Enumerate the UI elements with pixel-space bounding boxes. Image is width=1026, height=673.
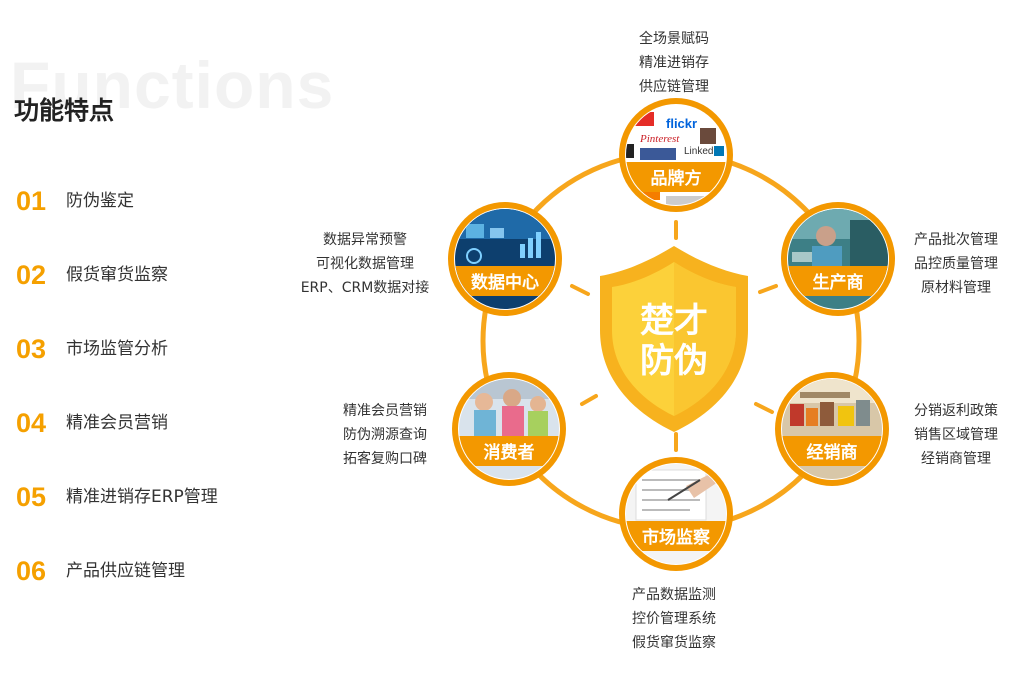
node-consumer: 消费者 精准会员营销 防伪溯源查询 拓客复购口碑: [343, 372, 566, 486]
node-brand-desc: 供应链管理: [639, 78, 709, 95]
feature-label: 防伪鉴定: [66, 191, 134, 211]
feature-number: 02: [16, 260, 47, 290]
node-data-title: 数据中心: [471, 272, 539, 293]
feature-label: 假货窜货监察: [66, 265, 168, 285]
functions-watermark: Functions: [10, 48, 335, 122]
feature-number: 06: [16, 556, 47, 586]
node-distributor-desc: 经销商管理: [921, 451, 991, 467]
svg-text:Pinterest: Pinterest: [639, 133, 680, 145]
node-distributor: 经销商 分销返利政策 销售区域管理 经销商管理: [775, 372, 998, 486]
node-market-desc: 假货窜货监察: [632, 634, 716, 651]
node-producer-desc: 原材料管理: [921, 280, 991, 296]
feature-number: 04: [16, 408, 47, 438]
feature-label: 精准会员营销: [66, 413, 168, 433]
feature-item: 06 产品供应链管理: [16, 556, 218, 630]
feature-number: 05: [16, 482, 47, 512]
feature-item: 01 防伪鉴定: [16, 186, 218, 260]
shield-text-line1: 楚才: [640, 301, 708, 341]
node-brand: flickr Pinterest Linked 品牌方 全场景赋码 精准进销存 …: [619, 30, 733, 212]
node-distributor-desc: 销售区域管理: [914, 427, 998, 443]
feature-number: 01: [16, 186, 47, 216]
node-data-desc: 数据异常预警: [323, 232, 407, 248]
node-producer-title: 生产商: [813, 272, 864, 293]
svg-text:flickr: flickr: [666, 116, 697, 131]
node-brand-desc: 精准进销存: [639, 55, 709, 71]
node-producer-desc: 品控质量管理: [914, 256, 998, 272]
node-data: 数据中心 数据异常预警 可视化数据管理 ERP、CRM数据对接: [301, 202, 562, 316]
node-producer-desc: 产品批次管理: [914, 232, 998, 248]
feature-item: 03 市场监管分析: [16, 334, 218, 408]
node-market-title: 市场监察: [642, 527, 711, 548]
node-consumer-desc: 防伪溯源查询: [343, 427, 427, 443]
node-data-desc: 可视化数据管理: [316, 256, 414, 272]
shield-emblem: 楚才 防伪: [600, 246, 748, 432]
node-market: 市场监察 产品数据监测 控价管理系统 假货窜货监察: [619, 457, 733, 651]
node-brand-desc: 全场景赋码: [639, 30, 709, 47]
shield-text-line2: 防伪: [640, 341, 708, 381]
node-distributor-desc: 分销返利政策: [914, 402, 998, 419]
node-market-desc: 产品数据监测: [632, 587, 716, 603]
feature-item: 02 假货窜货监察: [16, 260, 218, 334]
node-data-desc: ERP、CRM数据对接: [301, 279, 430, 296]
node-consumer-desc: 拓客复购口碑: [343, 450, 427, 467]
connector-dashes: [570, 220, 778, 452]
node-market-desc: 控价管理系统: [632, 611, 716, 627]
node-consumer-title: 消费者: [484, 442, 535, 463]
node-brand-title: 品牌方: [651, 168, 702, 189]
feature-label: 产品供应链管理: [66, 561, 185, 581]
feature-list: 01 防伪鉴定 02 假货窜货监察 03 市场监管分析 04 精准会员营销 05…: [16, 186, 218, 630]
feature-item: 04 精准会员营销: [16, 408, 218, 482]
svg-text:Linked: Linked: [684, 146, 713, 157]
feature-label: 市场监管分析: [66, 339, 168, 359]
feature-label: 精准进销存ERP管理: [66, 487, 218, 507]
node-consumer-desc: 精准会员营销: [343, 403, 427, 419]
feature-number: 03: [16, 334, 47, 364]
node-producer: 生产商 产品批次管理 品控质量管理 原材料管理: [781, 202, 998, 316]
node-distributor-title: 经销商: [807, 442, 858, 463]
feature-item: 05 精准进销存ERP管理: [16, 482, 218, 556]
page-title: 功能特点: [14, 96, 115, 125]
